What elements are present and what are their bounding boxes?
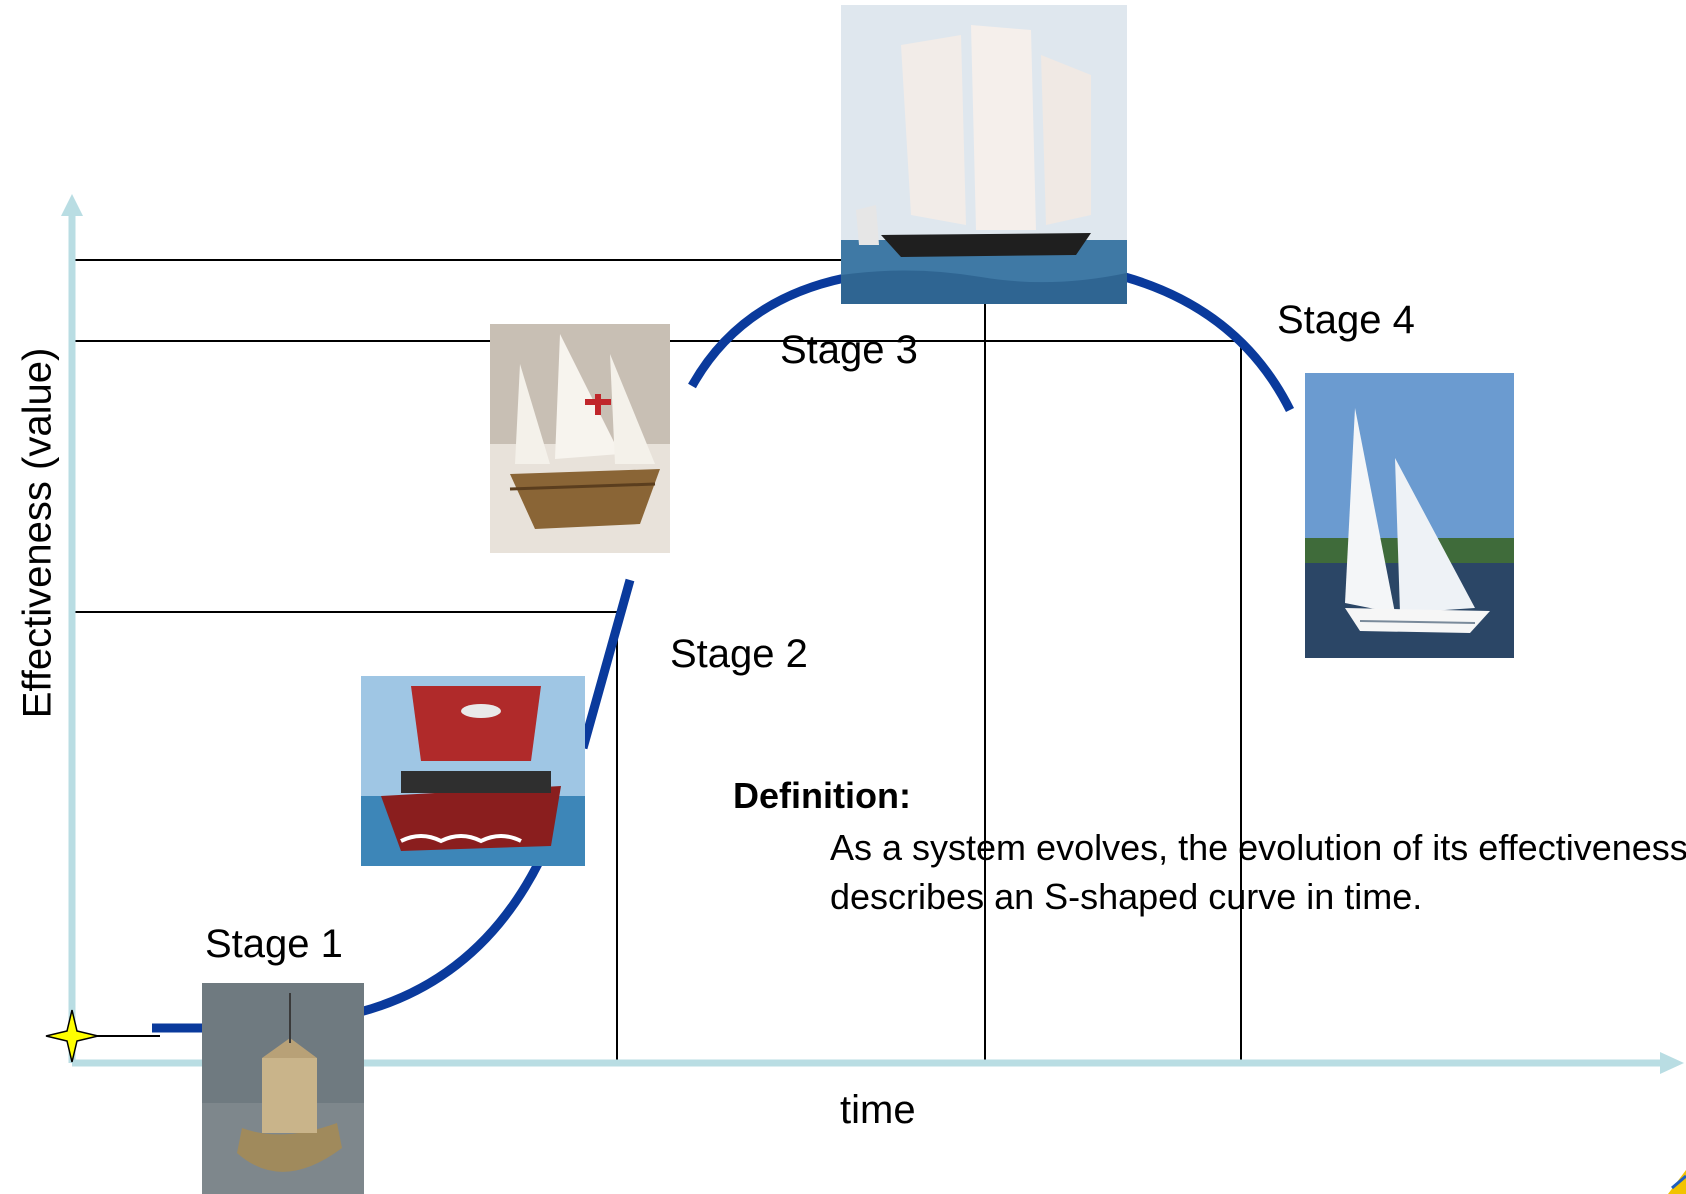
sailboat-photo [1305,373,1514,658]
definition-title: Definition: [733,775,911,816]
galley-red-sail-photo [361,676,585,866]
x-axis-arrowhead [1660,1052,1684,1074]
origin-star-icon [45,1009,99,1063]
s-curve-stage4 [1123,272,1295,413]
definition-text: As a system evolves, the evolution of it… [830,827,1686,917]
clipper-ship-photo [841,5,1127,304]
stage-2-label: Stage 2 [670,632,808,676]
stage-3-label: Stage 3 [780,328,918,372]
caravel-model-photo [490,324,670,553]
s-curve-stage2 [578,578,635,750]
y-axis-arrowhead [61,194,83,216]
corner-logo-stroke [1671,1174,1686,1190]
y-axis-label-text: Effectiveness (value) [15,347,60,719]
definition-block: Definition: As a system evolves, the evo… [733,775,1686,921]
stage-4-label: Stage 4 [1277,298,1415,342]
reed-boat-photo [202,983,364,1194]
s-curve-stage3 [688,273,846,389]
x-axis-label: time [840,1088,916,1132]
s-curve-stage1b [358,857,545,1017]
stage-1-label: Stage 1 [205,922,343,966]
